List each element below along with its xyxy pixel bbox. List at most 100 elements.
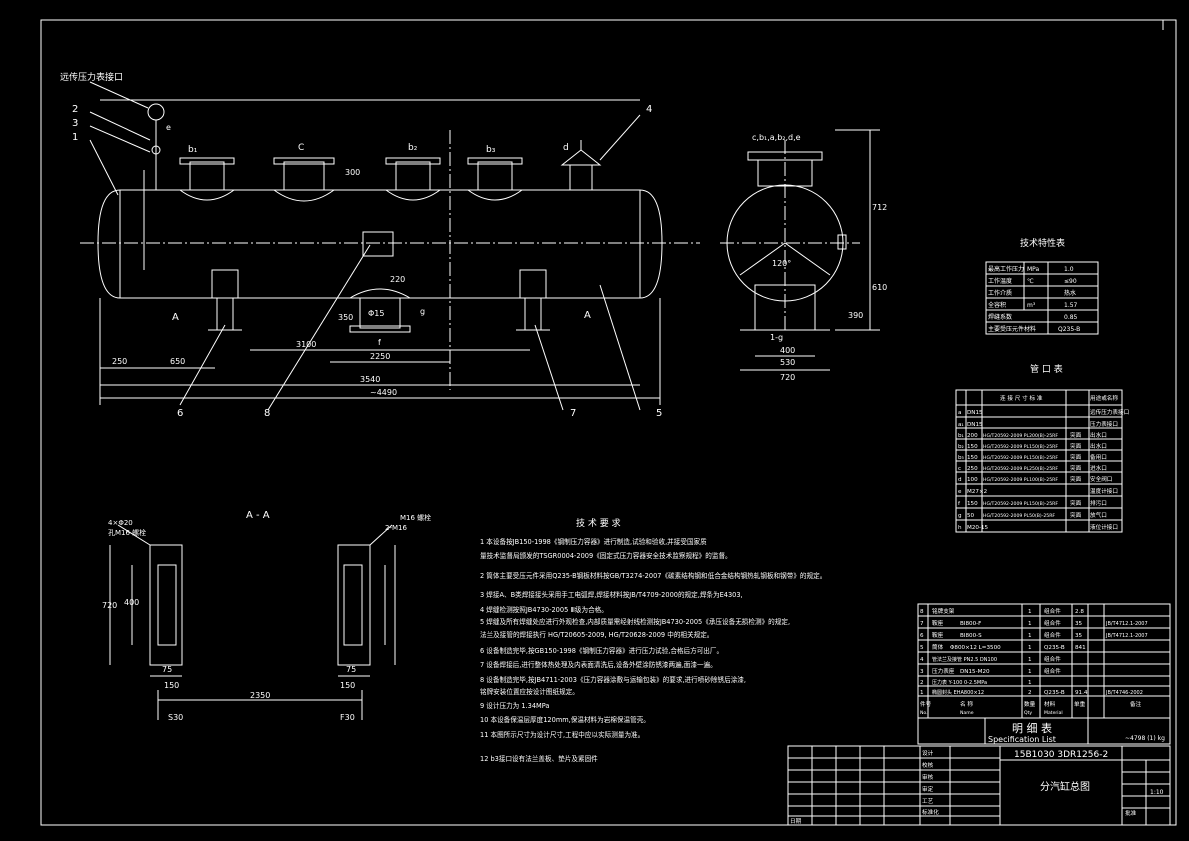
part-weight: 841 [1075,645,1086,651]
nozzle-size: DN15 [967,422,983,428]
design-table-title: 技术特性表 [1020,237,1065,249]
section-dim-720: 720 [102,601,117,610]
nozzle-f [349,288,411,333]
design-row-unit: ℃ [1027,278,1034,285]
design-row-value: ≤90 [1064,278,1077,285]
dim-2250: 2250 [370,352,390,361]
part-no: 1 [920,690,924,696]
nozzle-label-f: f [378,338,381,347]
tech-req-item: 7 设备焊接后,进行整体热处理及内表面清洗后,设备外壁涂防锈漆两遍,面漆一遍。 [480,660,717,669]
dim-250: 250 [112,357,127,366]
section-dim-75a: 75 [162,665,172,674]
nameplate [362,231,394,257]
nozzle-face: 突面 [1070,499,1082,507]
tech-req-item: 6 设备制造完毕,按GB150-1998《钢制压力容器》进行压力试验,合格后方可… [480,646,723,655]
part-name: 鞍座 [932,631,944,639]
parts-header: 单重 [1074,700,1086,708]
section-mark-right: A [584,310,591,321]
nozzle-use: 液位计接口 [1090,523,1118,531]
dim-650: 650 [170,357,185,366]
nozzle-label-b1: b₁ [188,145,198,155]
title-label: 审定 [922,785,934,793]
section-dim-2350: 2350 [250,691,270,700]
part-material: 组合件 [1044,667,1061,675]
tech-req-item: 9 设计压力为 1.34MPa [480,701,549,710]
part-no: 2 [920,680,924,686]
parts-header: 备注 [1130,700,1142,708]
parts-title-en: Specification List [988,735,1056,744]
tech-req-item: 3 焊接A、B类焊接接头采用手工电弧焊,焊接材料按JB/T4709-2000的规… [480,590,743,599]
title-label: 审核 [922,773,934,781]
nozzle-use: 温度计接口 [1090,487,1118,495]
nozzle-face: 突面 [1070,464,1082,472]
part-remark: JB/T4712.1-2007 [1105,633,1148,639]
side-dim-390: 390 [848,311,863,320]
drawing-border [40,19,1177,826]
dim-3100: 3100 [296,340,316,349]
section-dim-400: 400 [124,598,139,607]
title-label: 批准 [1125,809,1137,817]
nozzle-use: 安全阀口 [1090,475,1112,483]
parts-header: 名 称 [960,700,973,708]
side-dim-530: 530 [780,358,795,367]
nozzle-use: 出水口 [1090,431,1107,439]
side-dim-1g: 1-g [770,333,783,342]
design-row-unit: m³ [1027,302,1036,309]
nozzle-sym: d [958,477,962,483]
nozzle-face: 突面 [1070,511,1082,519]
section-dim-150b: 150 [340,681,355,690]
part-weight: 2.8 [1075,609,1084,615]
nozzle-use: 放气口 [1090,511,1107,519]
nozzle-face: 突面 [1070,431,1082,439]
part-qty: 1 [1028,657,1032,663]
part-std: DN15-M20 [960,669,990,675]
nozzle-sym: b₃ [958,455,964,461]
part-name: 椭圆封头 EHA800×12 [932,689,984,696]
design-row-label: 主要受压元件材料 [988,325,1036,333]
part-weight: 91.4 [1075,690,1088,696]
leader-3: 3 [72,118,78,129]
section-note-2: 孔M16 螺栓 [108,528,146,537]
side-angle: 120° [772,259,791,268]
section-dim-75b: 75 [346,665,356,674]
leader-1: 1 [72,132,78,143]
nozzle-size: 100 [967,477,978,483]
leader-7: 7 [570,408,576,419]
dim-phi15: Φ15 [368,309,384,318]
part-no: 3 [920,669,924,675]
nozzle-sym: c [958,466,961,472]
leader-5: 5 [656,408,662,419]
parts-en-header: No. [920,710,928,716]
side-dim-610: 610 [872,283,887,292]
part-name: 压力表 Y-100 0-2.5MPa [932,679,987,686]
saddle-right [516,269,550,331]
part-remark: JB/T4712.1-2007 [1105,621,1148,627]
side-dim-712: 712 [872,203,887,212]
nozzle-table [955,389,1123,533]
nozzle-size: 50 [967,513,975,519]
part-no: 7 [920,621,924,627]
part-material: 组合件 [1044,655,1061,663]
nozzle-sym: g [958,513,962,519]
title-block [787,745,1171,826]
section-s30: S30 [168,713,183,722]
design-row-label: 工作介质 [988,289,1012,297]
design-table [985,261,1099,335]
title-label: 标准化 [922,808,939,816]
parts-en-header: Qty [1024,710,1032,716]
section-dim-150a: 150 [164,681,179,690]
side-top-label: c,b₁,a,b₂,d,e [752,133,801,142]
nozzle-label-d: d [563,143,569,153]
nozzle-face: 突面 [1070,475,1082,483]
dim-3540: 3540 [360,375,380,384]
nozzle-sym: e [958,489,962,495]
nozzle-std: HG/T20592-2009 PL100(B)-25RF [983,477,1058,483]
drawing-title: 分汽缸总图 [1040,780,1090,793]
design-row-value: 1.57 [1064,302,1078,309]
part-material: 组合件 [1044,607,1061,615]
part-qty: 1 [1028,621,1032,627]
section-f30: F30 [340,713,355,722]
tech-req-item: 量技术监督局颁发的TSGR0004-2009《固定式压力容器安全技术监察规程》的… [480,551,732,560]
nozzle-label-c: C [298,143,304,153]
